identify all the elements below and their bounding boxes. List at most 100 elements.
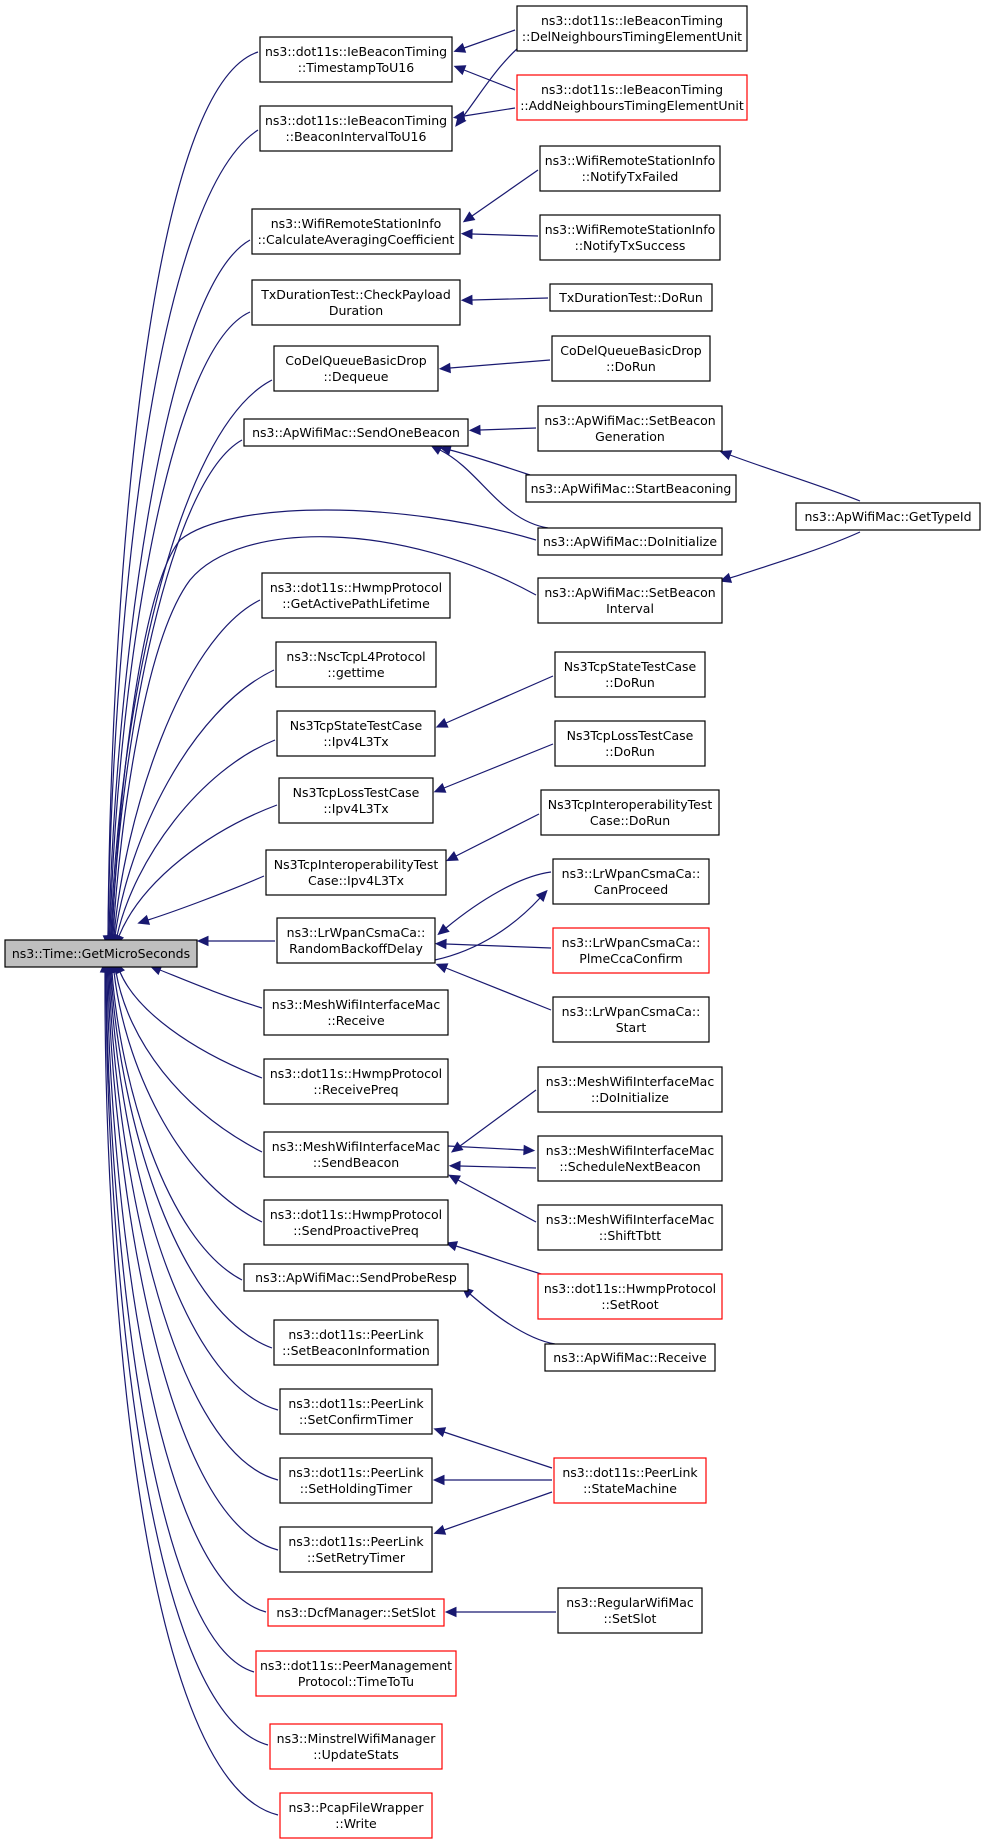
node-label-line: ns3::MinstrelWifiManager bbox=[277, 1731, 437, 1746]
edge-arrowhead bbox=[460, 228, 473, 240]
node-tsu16[interactable]: ns3::dot11s::IeBeaconTiming::TimestampTo… bbox=[259, 36, 453, 83]
node-aprecv[interactable]: ns3::ApWifiMac::Receive bbox=[544, 1343, 716, 1372]
edge-arrowhead bbox=[445, 851, 459, 862]
edge-arrowhead bbox=[196, 935, 209, 947]
edge-arrowhead bbox=[452, 110, 466, 122]
node-box bbox=[553, 1457, 707, 1504]
node-lrrbd[interactable]: ns3::LrWpanCsmaCa::RandomBackoffDelay bbox=[276, 917, 436, 964]
node-label-line: ns3::WifiRemoteStationInfo bbox=[545, 153, 716, 168]
node-hwrpreq[interactable]: ns3::dot11s::HwmpProtocol::ReceivePreq bbox=[263, 1058, 449, 1105]
node-label-line: ns3::ApWifiMac::DoInitialize bbox=[543, 534, 717, 549]
node-codorun[interactable]: CoDelQueueBasicDrop::DoRun bbox=[551, 335, 711, 382]
edge-line bbox=[439, 449, 549, 529]
node-minstrel[interactable]: ns3::MinstrelWifiManager::UpdateStats bbox=[269, 1723, 443, 1770]
node-label-line: ::ShiftTbtt bbox=[599, 1228, 661, 1243]
edge-line bbox=[447, 1145, 525, 1151]
edge-line bbox=[104, 971, 279, 1816]
node-tcplsrun[interactable]: Ns3TcpLossTestCase::DoRun bbox=[554, 720, 706, 767]
node-lrcanp[interactable]: ns3::LrWpanCsmaCa::CanProceed bbox=[552, 858, 710, 905]
node-delnb[interactable]: ns3::dot11s::IeBeaconTiming::DelNeighbou… bbox=[516, 5, 748, 52]
node-meshsend[interactable]: ns3::MeshWifiInterfaceMac::SendBeacon bbox=[263, 1131, 449, 1178]
node-box bbox=[537, 1273, 723, 1320]
node-label-line: ::SetRoot bbox=[601, 1297, 658, 1312]
node-meshinit[interactable]: ns3::MeshWifiInterfaceMac::DoInitialize bbox=[537, 1066, 723, 1113]
edge-line bbox=[107, 129, 259, 937]
node-tcplsipv4[interactable]: Ns3TcpLossTestCase::Ipv4L3Tx bbox=[278, 777, 434, 824]
edge-line bbox=[471, 169, 539, 217]
edge-line bbox=[445, 871, 552, 929]
node-txdorun[interactable]: TxDurationTest::DoRun bbox=[549, 283, 713, 312]
node-box bbox=[259, 36, 453, 83]
node-lrstart[interactable]: ns3::LrWpanCsmaCa::Start bbox=[552, 996, 710, 1043]
node-box bbox=[539, 214, 721, 261]
node-dcfslot[interactable]: ns3::DcfManager::SetSlot bbox=[267, 1598, 445, 1627]
node-label-line: ns3::LrWpanCsmaCa:: bbox=[562, 866, 701, 881]
node-hwsetroot[interactable]: ns3::dot11s::HwmpProtocol::SetRoot bbox=[537, 1273, 723, 1320]
edge-line bbox=[471, 297, 549, 301]
node-box bbox=[265, 849, 447, 896]
node-lrplme[interactable]: ns3::LrWpanCsmaCa::PlmeCcaConfirm bbox=[552, 927, 710, 974]
node-apsendpr[interactable]: ns3::ApWifiMac::SendProbeResp bbox=[243, 1263, 469, 1292]
node-label-line: ::CalculateAveragingCoefficient bbox=[258, 232, 455, 247]
node-box bbox=[539, 145, 721, 192]
node-label-line: ::Receive bbox=[327, 1013, 385, 1028]
node-plconf[interactable]: ns3::dot11s::PeerLink::SetConfirmTimer bbox=[279, 1388, 433, 1435]
node-box bbox=[537, 527, 723, 556]
node-label-line: ::DoRun bbox=[606, 359, 656, 374]
node-meshshift[interactable]: ns3::MeshWifiInterfaceMac::ShiftTbtt bbox=[537, 1204, 723, 1251]
edge-line bbox=[105, 971, 269, 1746]
edge-meshsend-to-meshsched bbox=[447, 1144, 536, 1156]
node-label-line: ns3::ApWifiMac::SendOneBeacon bbox=[252, 425, 460, 440]
node-codeq[interactable]: CoDelQueueBasicDrop::Dequeue bbox=[273, 345, 439, 392]
node-box bbox=[552, 858, 710, 905]
node-plretry[interactable]: ns3::dot11s::PeerLink::SetRetryTimer bbox=[279, 1526, 433, 1573]
edge-arrowhead bbox=[137, 914, 151, 925]
node-box bbox=[516, 5, 748, 52]
node-label-line: ns3::NscTcpL4Protocol bbox=[286, 649, 425, 664]
node-plhold[interactable]: ns3::dot11s::PeerLink::SetHoldingTimer bbox=[279, 1457, 433, 1504]
edge-line bbox=[449, 449, 531, 476]
node-label-line: ::SetHoldingTimer bbox=[300, 1481, 413, 1496]
node-root[interactable]: ns3::Time::GetMicroSeconds bbox=[4, 939, 198, 968]
node-box bbox=[557, 1587, 703, 1634]
node-label-line: ::TimestampToU16 bbox=[298, 60, 414, 75]
node-regslot[interactable]: ns3::RegularWifiMac::SetSlot bbox=[557, 1587, 703, 1634]
node-ntxsucc[interactable]: ns3::WifiRemoteStationInfo::NotifyTxSucc… bbox=[539, 214, 721, 261]
node-gettypeid[interactable]: ns3::ApWifiMac::GetTypeId bbox=[795, 502, 981, 531]
edge-line bbox=[455, 813, 540, 857]
node-getapl[interactable]: ns3::dot11s::HwmpProtocol::GetActivePath… bbox=[261, 572, 451, 619]
node-hwsendpp[interactable]: ns3::dot11s::HwmpProtocol::SendProactive… bbox=[263, 1199, 449, 1246]
node-nscget[interactable]: ns3::NscTcpL4Protocol::gettime bbox=[275, 641, 437, 688]
node-pmtotu[interactable]: ns3::dot11s::PeerManagementProtocol::Tim… bbox=[255, 1650, 457, 1697]
node-pcapw[interactable]: ns3::PcapFileWrapper::Write bbox=[279, 1792, 433, 1839]
edge-line bbox=[109, 971, 279, 1411]
node-tcpstrun[interactable]: Ns3TcpStateTestCase::DoRun bbox=[554, 651, 706, 698]
edge-line bbox=[119, 971, 263, 1079]
node-ntxfail[interactable]: ns3::WifiRemoteStationInfo::NotifyTxFail… bbox=[539, 145, 721, 192]
edge-arrowhead bbox=[453, 42, 467, 53]
node-calcavg[interactable]: ns3::WifiRemoteStationInfo::CalculateAve… bbox=[251, 208, 461, 255]
node-apdoinit[interactable]: ns3::ApWifiMac::DoInitialize bbox=[537, 527, 723, 556]
edge-arrowhead bbox=[435, 717, 449, 728]
node-addnb[interactable]: ns3::dot11s::IeBeaconTiming::AddNeighbou… bbox=[516, 74, 748, 121]
node-plsetbi[interactable]: ns3::dot11s::PeerLink::SetBeaconInformat… bbox=[273, 1319, 439, 1366]
node-plsm[interactable]: ns3::dot11s::PeerLink::StateMachine bbox=[553, 1457, 707, 1504]
node-sendone[interactable]: ns3::ApWifiMac::SendOneBeacon bbox=[243, 418, 469, 447]
node-startb[interactable]: ns3::ApWifiMac::StartBeaconing bbox=[525, 474, 737, 503]
node-meshrecv[interactable]: ns3::MeshWifiInterfaceMac::Receive bbox=[263, 989, 449, 1036]
edge-arrowhead bbox=[437, 923, 450, 936]
node-box bbox=[552, 927, 710, 974]
node-label-line: ns3::dot11s::PeerLink bbox=[288, 1327, 424, 1342]
node-tcpstipv4[interactable]: Ns3TcpStateTestCase::Ipv4L3Tx bbox=[276, 710, 436, 757]
edge-arrowhead bbox=[434, 938, 447, 950]
node-biu16[interactable]: ns3::dot11s::IeBeaconTiming::BeaconInter… bbox=[259, 105, 453, 152]
edge-line bbox=[159, 969, 263, 1009]
edge-line bbox=[107, 971, 279, 1551]
edge-getapl-to-root bbox=[108, 599, 261, 948]
node-meshsched[interactable]: ns3::MeshWifiInterfaceMac::ScheduleNextB… bbox=[537, 1135, 723, 1182]
